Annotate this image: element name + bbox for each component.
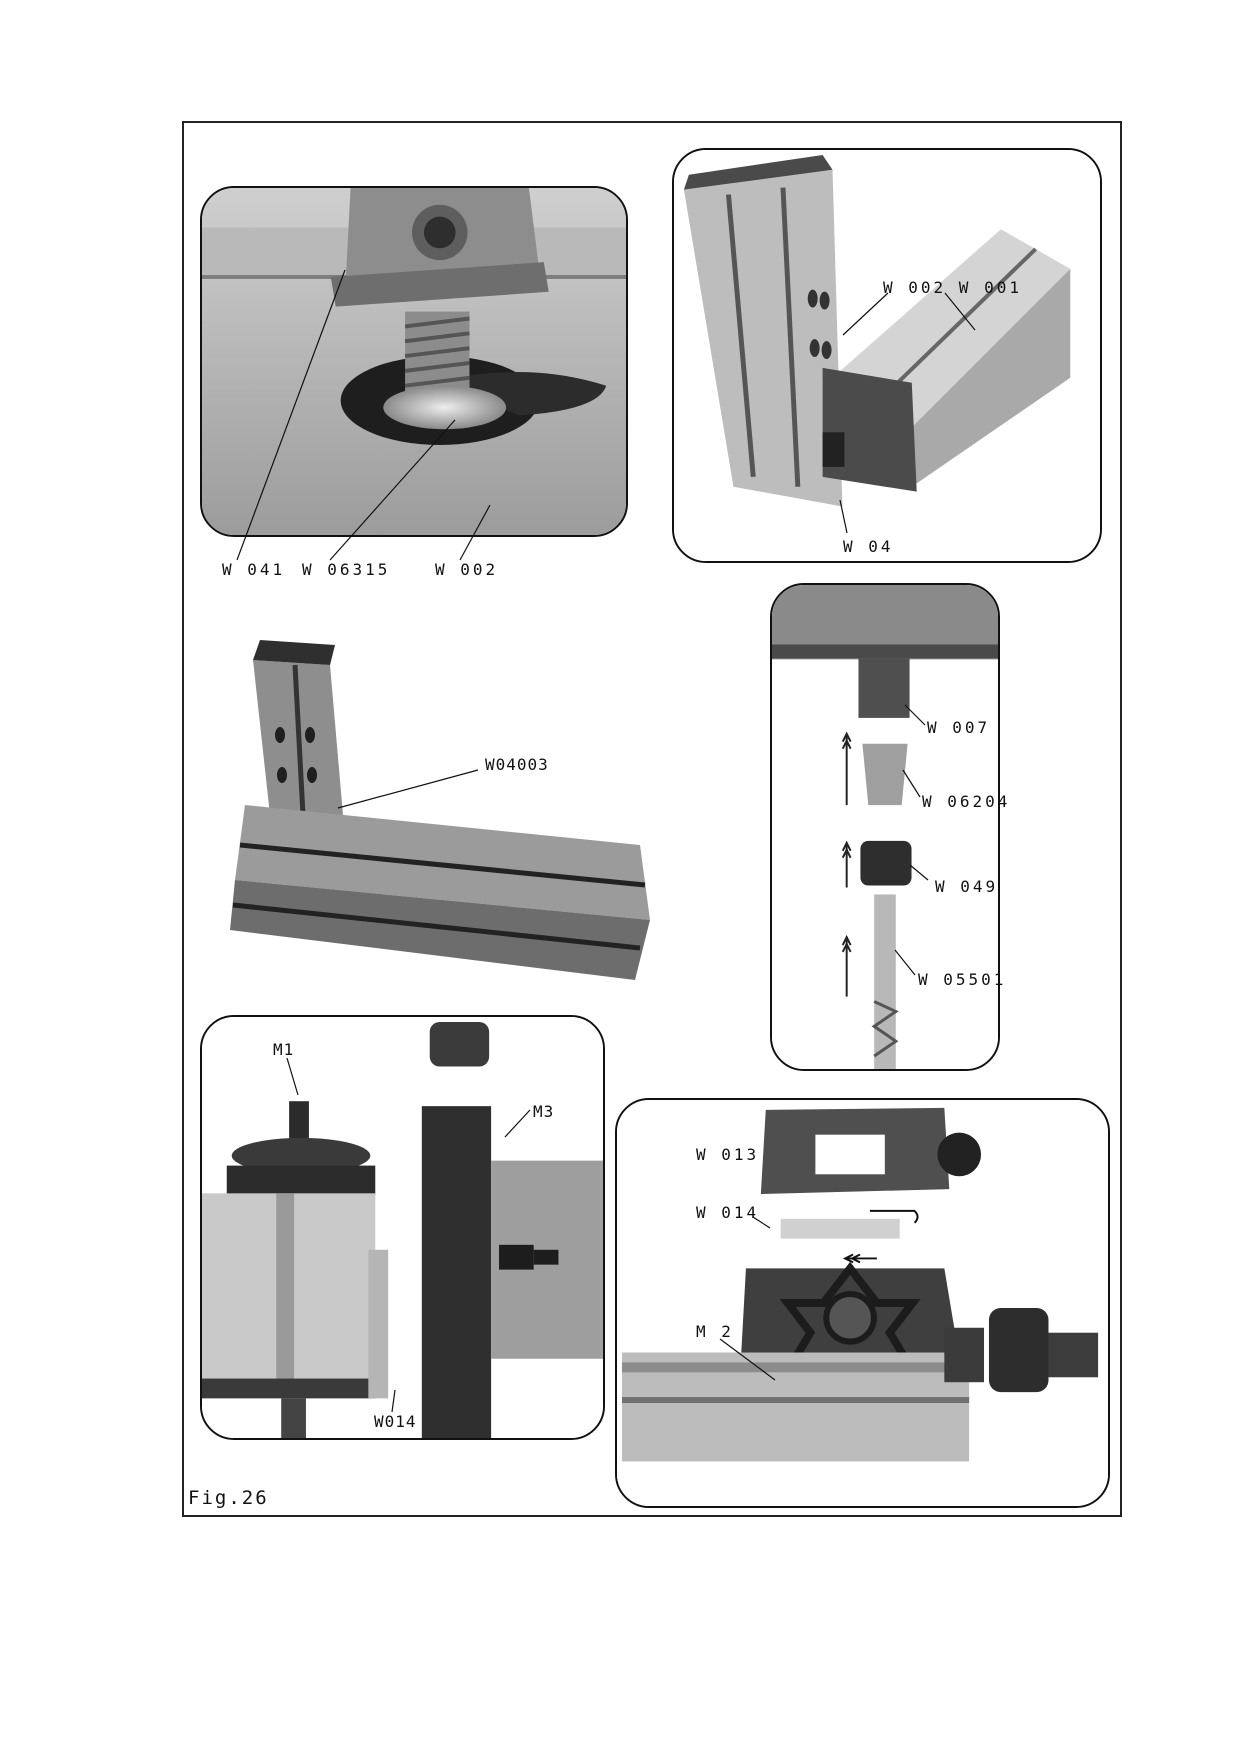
label-w007: W 007 (927, 718, 991, 737)
label-w05501: W 05501 (918, 970, 1007, 989)
label-w06315: W 06315 (302, 560, 391, 579)
chuck-explode-photo (770, 583, 1000, 1071)
label-w014: W 014 (696, 1203, 760, 1222)
label-m3: M3 (533, 1102, 555, 1121)
figure-caption: Fig.26 (188, 1487, 269, 1509)
headstock-mount-photo (200, 1015, 605, 1440)
label-w04: W 04 (843, 537, 894, 556)
label-w013: W 013 (696, 1145, 760, 1164)
vise-assembly-photo (615, 1098, 1110, 1508)
label-m2: M 2 (696, 1322, 734, 1341)
label-w04003: W04003 (485, 755, 549, 774)
column-joint-photo (672, 148, 1102, 563)
label-w002: W 002 (435, 560, 499, 579)
label-w014-mount: W014 (374, 1412, 417, 1431)
label-w06204: W 06204 (922, 792, 1011, 811)
label-w041: W 041 (222, 560, 286, 579)
label-w002-w001: W 002 W 001 (883, 278, 1022, 297)
label-w049: W 049 (935, 877, 999, 896)
figure-frame (182, 121, 1122, 1517)
label-m1: M1 (273, 1040, 295, 1059)
bracket-assembly-photo (225, 640, 665, 990)
tnut-closeup-photo (200, 186, 628, 537)
